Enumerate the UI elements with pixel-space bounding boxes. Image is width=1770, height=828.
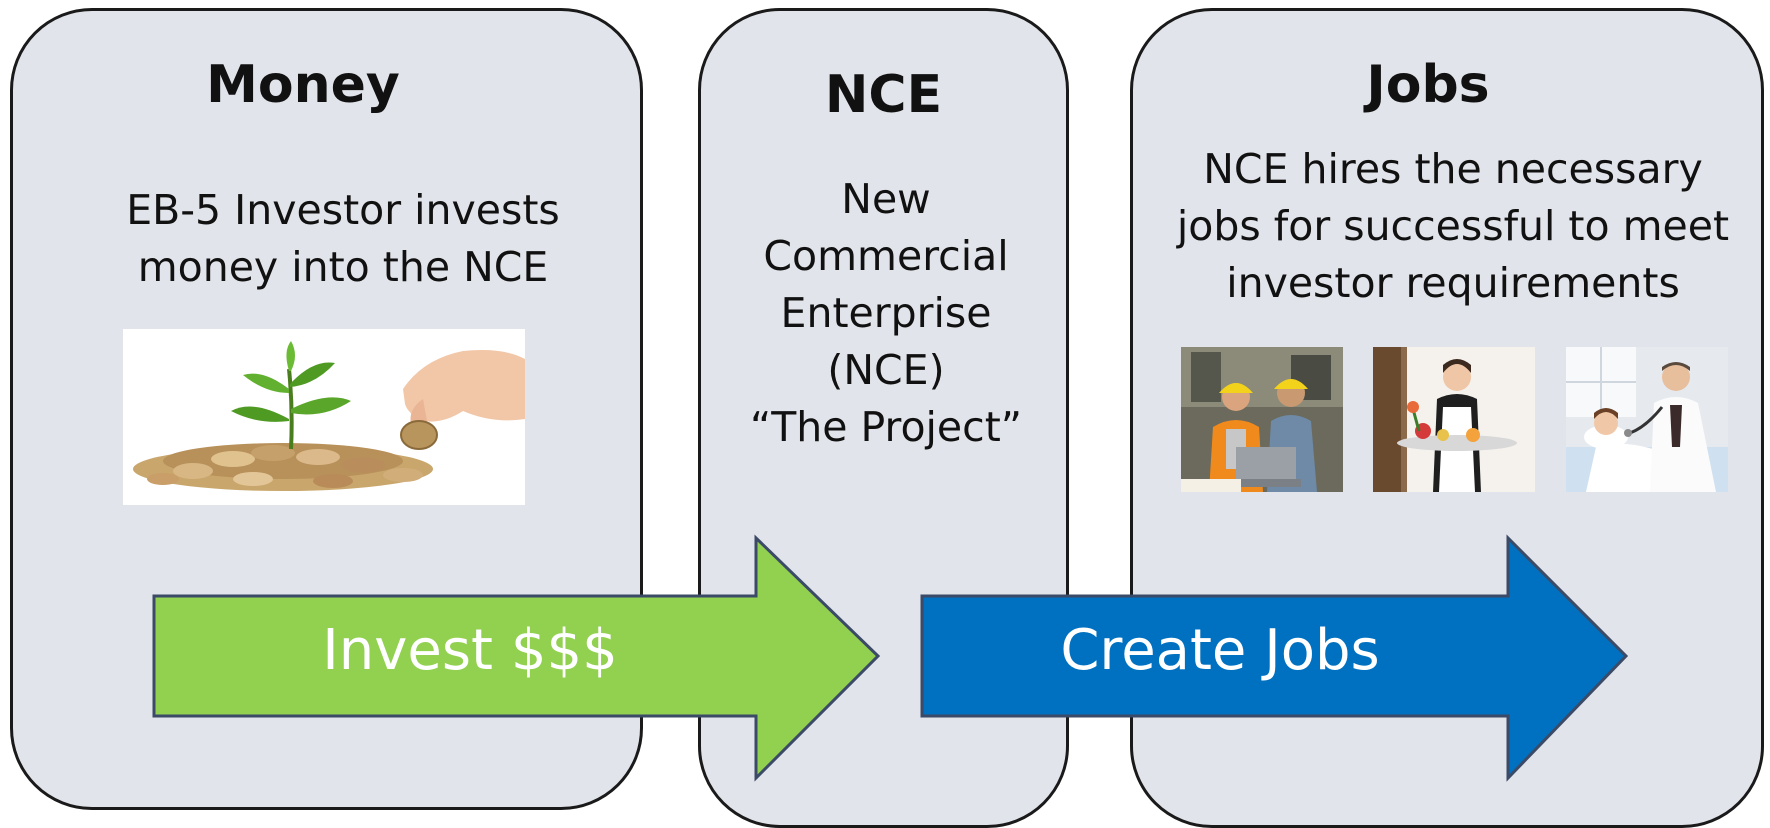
- nce-text-line: New: [841, 175, 931, 223]
- money-description: EB-5 Investor invests money into the NCE: [33, 182, 653, 296]
- invest-arrow-label: Invest $$$: [322, 618, 618, 683]
- nce-text-line: (NCE): [827, 346, 945, 394]
- jobs-text-line: jobs for successful to meet: [1176, 202, 1730, 250]
- nce-title: NCE: [824, 65, 943, 125]
- nce-text-line: Enterprise: [780, 289, 992, 337]
- money-text-line: money into the NCE: [137, 243, 549, 291]
- hotel-waitress-image: [1373, 347, 1535, 492]
- jobs-title: Jobs: [1366, 55, 1490, 115]
- coins-with-plant-image: [123, 329, 525, 505]
- jobs-text-line: NCE hires the necessary: [1203, 145, 1703, 193]
- jobs-description: NCE hires the necessary jobs for success…: [1133, 141, 1770, 312]
- nce-text-line: Commercial: [763, 232, 1009, 280]
- doctor-with-patient-image: [1566, 347, 1728, 492]
- create-jobs-arrow-label: Create Jobs: [1060, 618, 1380, 683]
- money-text-line: EB-5 Investor invests: [126, 186, 560, 234]
- construction-workers-image: [1181, 347, 1343, 492]
- nce-description: New Commercial Enterprise (NCE) “The Pro…: [701, 171, 1071, 456]
- money-title: Money: [206, 55, 400, 115]
- invest-arrow: [152, 534, 881, 782]
- create-jobs-arrow: [920, 534, 1629, 782]
- jobs-text-line: investor requirements: [1226, 259, 1680, 307]
- nce-text-line: “The Project”: [749, 403, 1023, 451]
- money-panel: Money EB-5 Investor invests money into t…: [10, 8, 643, 810]
